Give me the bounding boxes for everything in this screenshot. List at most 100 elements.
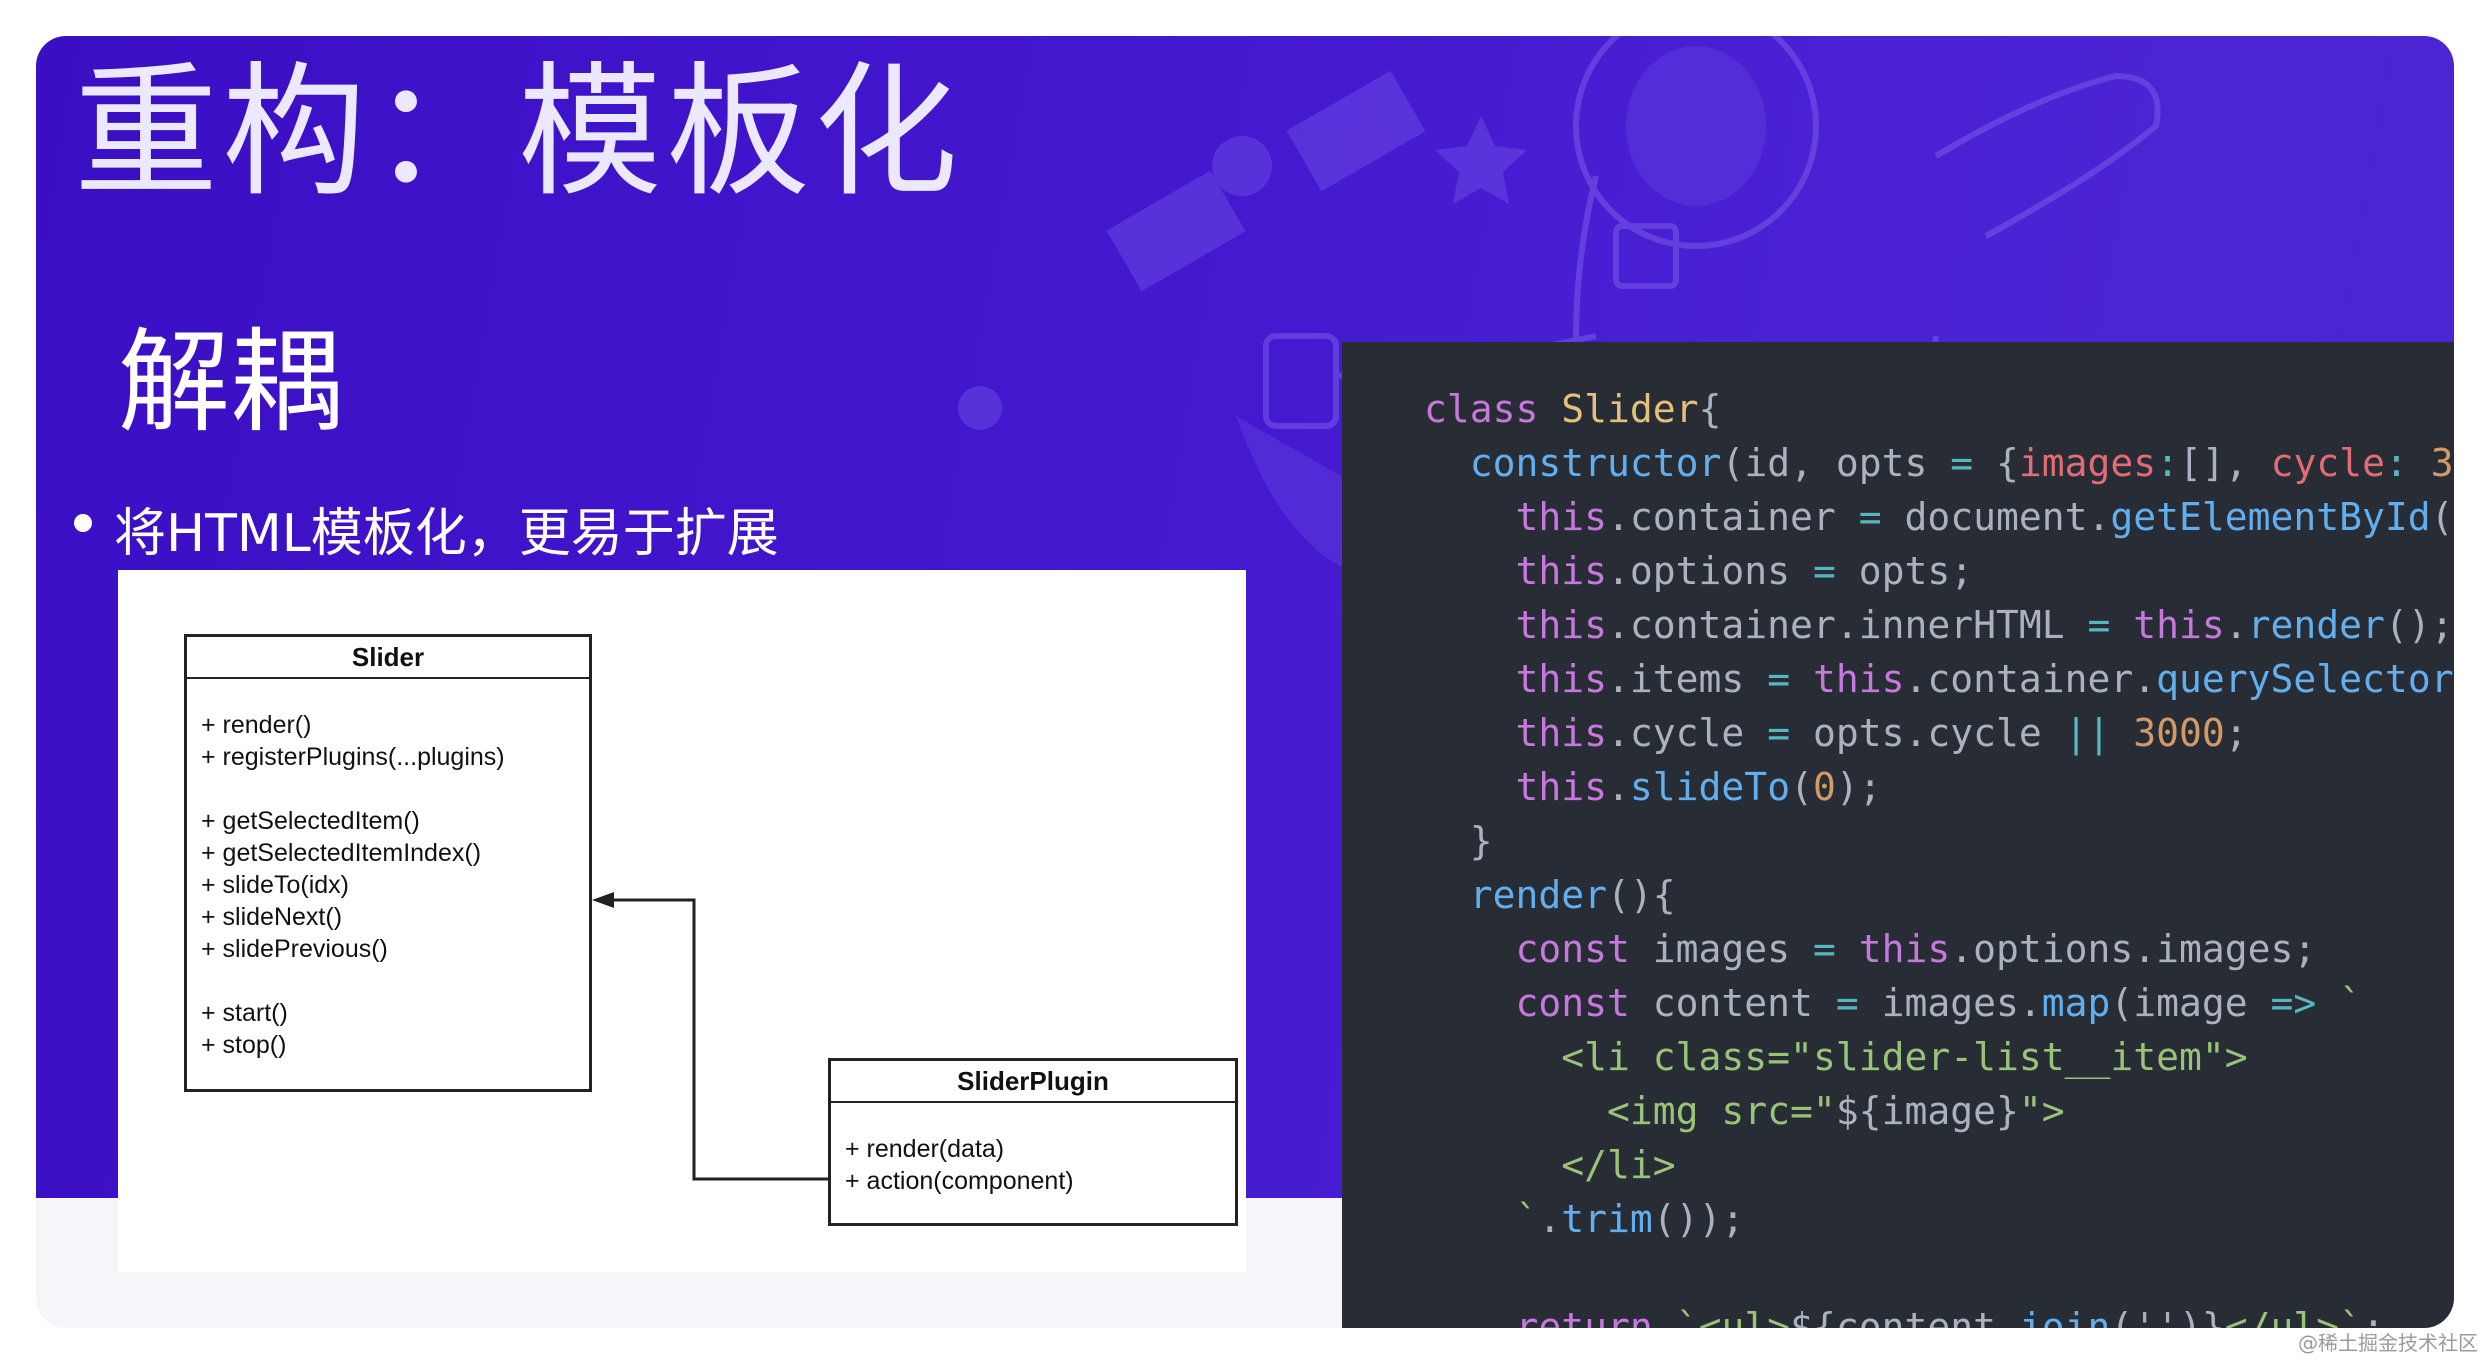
code-token xyxy=(1424,873,1470,917)
code-token: const xyxy=(1515,981,1630,1025)
code-line: render(){ xyxy=(1424,868,2454,922)
code-token xyxy=(1836,927,1859,971)
code-token xyxy=(1424,981,1516,1025)
code-token: 3000 xyxy=(2133,711,2225,755)
uml-group-gap xyxy=(201,773,589,805)
code-token: { xyxy=(1698,387,1722,431)
code-token: this xyxy=(1515,765,1608,809)
code-token: (id, opts xyxy=(1721,441,1951,485)
code-token: ; xyxy=(2362,1305,2385,1328)
code-token: 3000 xyxy=(2430,441,2454,485)
code-token: ${content. xyxy=(1790,1305,2019,1328)
code-token: (); xyxy=(2384,603,2454,647)
code-line: const content = images.map(image => ` xyxy=(1424,976,2454,1030)
code-token: trim xyxy=(1561,1197,1653,1241)
code-token: this xyxy=(1812,657,1905,701)
code-token: cycle xyxy=(2270,441,2385,485)
uml-class-name: SliderPlugin xyxy=(831,1061,1235,1103)
code-token: .cycle xyxy=(1607,711,1768,755)
uml-method: + render() xyxy=(201,711,312,739)
inheritance-arrow xyxy=(592,892,830,1181)
code-token: } xyxy=(1424,819,1493,863)
code-token: : xyxy=(2384,441,2408,485)
code-token xyxy=(2408,441,2431,485)
code-token xyxy=(2316,981,2339,1025)
code-token: = xyxy=(1767,711,1791,755)
code-token: map xyxy=(2041,981,2111,1025)
code-line: this.items = this.container.querySelecto… xyxy=(1424,652,2454,706)
uml-class-slider-plugin: SliderPlugin + render(data)+ action(comp… xyxy=(828,1058,1238,1226)
code-token: = xyxy=(1812,549,1836,593)
code-token: <li class="slider-list__item"> xyxy=(1561,1035,2248,1079)
code-token: this xyxy=(1515,657,1608,701)
code-token: this xyxy=(1858,927,1951,971)
code-token: ` xyxy=(1515,1197,1539,1241)
uml-method: + slideNext() xyxy=(201,903,343,931)
code-token xyxy=(1424,1143,1561,1187)
code-token: = xyxy=(2087,603,2111,647)
code-token: .options xyxy=(1607,549,1813,593)
code-line: this.cycle = opts.cycle || 3000; xyxy=(1424,706,2454,760)
uml-method: + start() xyxy=(201,999,288,1027)
code-token xyxy=(1424,711,1516,755)
code-token xyxy=(2110,603,2133,647)
code-line: this.container.innerHTML = this.render()… xyxy=(1424,598,2454,652)
uml-method: + slideTo(idx) xyxy=(201,871,349,899)
code-token xyxy=(1424,603,1516,647)
code-token xyxy=(1424,1305,1516,1328)
code-token xyxy=(1424,927,1516,971)
code-token: .options.images; xyxy=(1950,927,2317,971)
code-token: .container. xyxy=(1904,657,2157,701)
code-line: </li> xyxy=(1424,1138,2454,1192)
bullet-item: 将HTML模板化，更易于扩展 xyxy=(74,491,779,566)
code-token: this xyxy=(1515,549,1608,593)
code-token: querySelectorAll xyxy=(2156,657,2454,701)
bullet-text: 将HTML模板化，更易于扩展 xyxy=(114,504,779,564)
code-listing: class Slider{ constructor(id, opts = {im… xyxy=(1424,382,2454,1328)
code-token: `<ul> xyxy=(1675,1305,1791,1328)
uml-method-list: + render() + registerPlugins(...plugins) +… xyxy=(187,679,589,1061)
uml-class-name: Slider xyxy=(187,637,589,679)
code-token: = xyxy=(1812,927,1836,971)
code-token xyxy=(2110,711,2133,755)
code-line: } xyxy=(1424,814,2454,868)
slide-title: 重构：模板化 xyxy=(74,48,963,216)
code-token: opts; xyxy=(1835,549,1974,593)
code-line: this.slideTo(0); xyxy=(1424,760,2454,814)
uml-group-gap xyxy=(201,965,589,997)
code-token: || xyxy=(2064,711,2111,755)
watermark: @稀土掘金技术社区 xyxy=(2298,1331,2478,1355)
code-token xyxy=(1538,387,1561,431)
uml-method: + getSelectedItemIndex() xyxy=(201,839,482,867)
code-line: this.options = opts; xyxy=(1424,544,2454,598)
uml-method: + getSelectedItem() xyxy=(201,807,420,835)
code-block: class Slider{ constructor(id, opts = {im… xyxy=(1342,342,2454,1328)
code-token: opts.cycle xyxy=(1790,711,2065,755)
code-token: . xyxy=(1607,765,1630,809)
code-token: slideTo xyxy=(1629,765,1791,809)
code-token: this xyxy=(1515,711,1608,755)
bullet-dot-icon xyxy=(74,513,92,532)
code-line: class Slider{ xyxy=(1424,382,2454,436)
code-token: Slider xyxy=(1561,387,1699,431)
code-token: ` xyxy=(2339,981,2363,1025)
code-token: render xyxy=(1469,873,1608,917)
code-token: : xyxy=(2156,441,2180,485)
code-token: .items xyxy=(1607,657,1768,701)
code-token: images xyxy=(1629,927,1813,971)
code-token xyxy=(1424,1197,1516,1241)
code-token: ; xyxy=(2224,711,2248,755)
code-line: constructor(id, opts = {images:[], cycle… xyxy=(1424,436,2454,490)
code-token: "> xyxy=(2018,1089,2065,1133)
code-token: document. xyxy=(1881,495,2111,539)
code-token xyxy=(1424,1035,1561,1079)
code-token: [], xyxy=(2179,441,2271,485)
code-token: this xyxy=(2133,603,2225,647)
code-token: <img src=" xyxy=(1607,1089,1836,1133)
code-token: ${image} xyxy=(1835,1089,2019,1133)
uml-method: + registerPlugins(...plugins) xyxy=(201,743,505,771)
code-line: `.trim()); xyxy=(1424,1192,2454,1246)
uml-method: + slidePrevious() xyxy=(201,935,388,963)
code-line: this.container = document.getElementById… xyxy=(1424,490,2454,544)
code-token xyxy=(1424,1089,1607,1133)
